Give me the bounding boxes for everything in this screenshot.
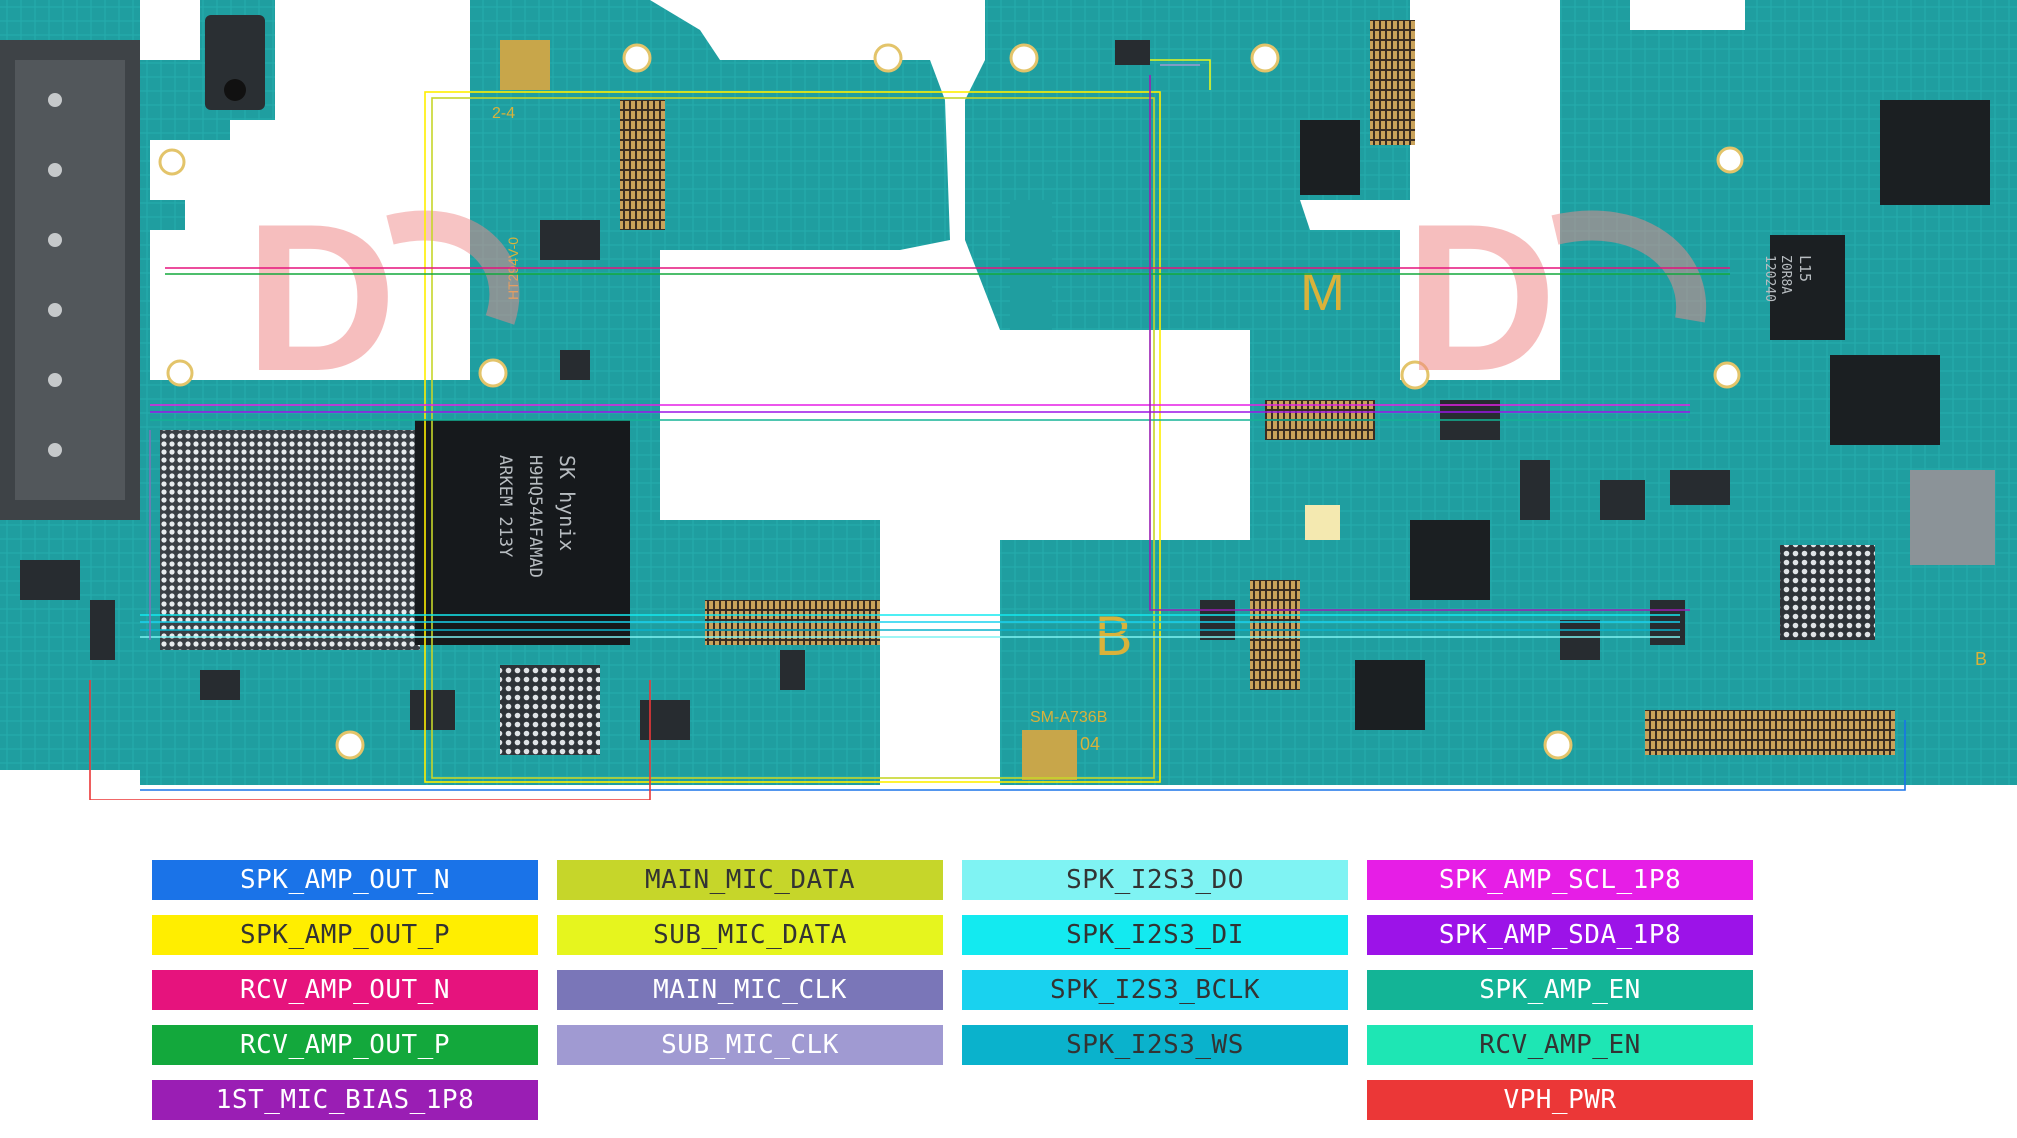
- camera-connector: [205, 15, 265, 110]
- trace-spk-amp-out-p: [424, 91, 1161, 783]
- memory-marking-1: SK hynix: [555, 455, 579, 551]
- pmic-bga: [500, 665, 600, 755]
- cpu-bga: [160, 430, 420, 650]
- flex-connector: [620, 100, 665, 230]
- chip-top-right: [1880, 100, 1990, 205]
- pmic-marking-2: Z0R8A: [1778, 255, 1793, 294]
- flash-led: [1305, 505, 1340, 540]
- trace-vph-pwr: [89, 680, 651, 800]
- legend-rcv-amp-out-n: RCV_AMP_OUT_N: [152, 970, 538, 1010]
- silk-side-b: B: [1975, 649, 1987, 669]
- legend-spk-amp-en: SPK_AMP_EN: [1367, 970, 1753, 1010]
- qr-code-right: [1022, 730, 1077, 780]
- bottom-connector: [1645, 710, 1895, 755]
- signal-legend: SPK_AMP_OUT_N MAIN_MIC_DATA SPK_I2S3_DO …: [0, 860, 2017, 1138]
- memory-marking-3: ARKEM 213Y: [495, 455, 515, 557]
- pmic-marking-3: 120240: [1762, 255, 1777, 302]
- silk-model: SM-A736B: [1030, 709, 1107, 726]
- legend-spk-i2s3-ws: SPK_I2S3_WS: [962, 1025, 1348, 1065]
- legend-spk-i2s3-do: SPK_I2S3_DO: [962, 860, 1348, 900]
- legend-sub-mic-clk: SUB_MIC_CLK: [557, 1025, 943, 1065]
- memory-chip: [415, 420, 630, 645]
- watermark: D D: [245, 180, 1707, 415]
- legend-vph-pwr: VPH_PWR: [1367, 1080, 1753, 1120]
- shield-can: [1910, 470, 1995, 565]
- legend-spk-amp-out-p: SPK_AMP_OUT_P: [152, 915, 538, 955]
- legend-sub-mic-data: SUB_MIC_DATA: [557, 915, 943, 955]
- pmic-chip: [1770, 235, 1845, 340]
- legend-spk-amp-out-n: SPK_AMP_OUT_N: [152, 860, 538, 900]
- legend-spk-amp-scl-1p8: SPK_AMP_SCL_1P8: [1367, 860, 1753, 900]
- signal-traces: [89, 59, 1906, 800]
- board-right: L15 Z0R8A 120240 M B SM-A736B 04 B: [965, 0, 2017, 785]
- legend-spk-amp-sda-1p8: SPK_AMP_SDA_1P8: [1367, 915, 1753, 955]
- pmic-marking-1: L15: [1796, 255, 1814, 282]
- watermark-left: D: [245, 180, 397, 415]
- trace-sub-mic-data: [1150, 59, 1211, 90]
- pcb-board-diagram: SK hynix H9HQ54AFAMAD ARKEM 213Y HT294V-…: [0, 0, 2017, 800]
- legend-spk-i2s3-di: SPK_I2S3_DI: [962, 915, 1348, 955]
- silk-rev: 04: [1080, 734, 1100, 754]
- silk-2-4: 2-4: [492, 105, 515, 122]
- trace-main-mic-data: [431, 97, 1155, 779]
- watermark-right: D: [1405, 180, 1557, 415]
- legend-spk-i2s3-bclk: SPK_I2S3_BCLK: [962, 970, 1348, 1010]
- trace-spk-amp-out-n: [140, 720, 1906, 791]
- qr-code: [500, 40, 550, 90]
- legend-main-mic-data: MAIN_MIC_DATA: [557, 860, 943, 900]
- trace-mic-bias: [1149, 75, 1690, 611]
- silk-m: M: [1300, 262, 1345, 322]
- silk-b: B: [1095, 604, 1132, 667]
- memory-marking-2: H9HQ54AFAMAD: [525, 455, 545, 578]
- top-connector: [1370, 20, 1415, 145]
- legend-1st-mic-bias-1p8: 1ST_MIC_BIAS_1P8: [152, 1080, 538, 1120]
- board-left: SK hynix H9HQ54AFAMAD ARKEM 213Y HT294V-…: [0, 0, 950, 785]
- side-connector: [1250, 580, 1300, 690]
- audio-bga: [1780, 545, 1875, 640]
- legend-rcv-amp-en: RCV_AMP_EN: [1367, 1025, 1753, 1065]
- legend-main-mic-clk: MAIN_MIC_CLK: [557, 970, 943, 1010]
- legend-rcv-amp-out-p: RCV_AMP_OUT_P: [152, 1025, 538, 1065]
